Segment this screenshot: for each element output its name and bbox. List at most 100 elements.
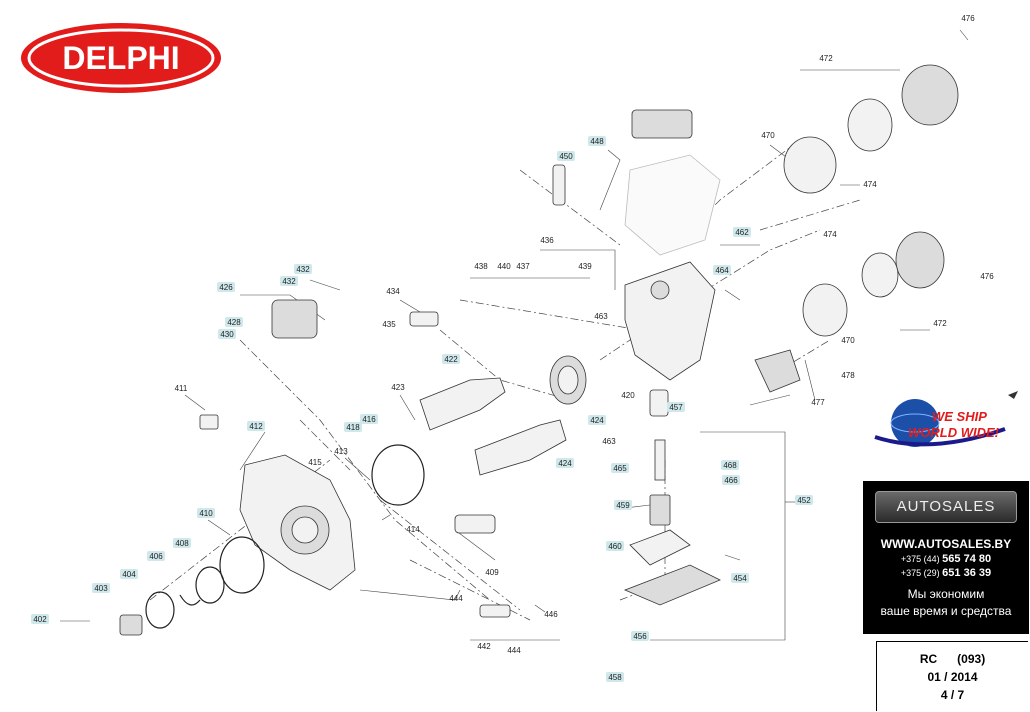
callout-478: 478 <box>841 371 855 380</box>
svg-text:424: 424 <box>558 459 572 468</box>
phone-1-number: 565 74 80 <box>942 553 992 565</box>
o-ring-410 <box>219 536 265 594</box>
head-ghost <box>624 154 721 256</box>
callout-474-repeat: 474 <box>823 230 837 239</box>
cap-top <box>631 109 693 139</box>
svg-text:452: 452 <box>797 496 811 505</box>
camshaft-lower <box>474 419 567 476</box>
slogan-line-2: ваше время и средства <box>880 604 1012 618</box>
svg-text:477: 477 <box>811 398 825 407</box>
callout-432-repeat: 432 <box>280 276 298 286</box>
autosales-badge: AUTOSALES <box>875 491 1017 523</box>
callout-456: 456 <box>631 631 649 641</box>
callout-403: 403 <box>92 583 110 593</box>
callout-442: 442 <box>477 642 491 651</box>
doc-number: (093) <box>957 652 986 666</box>
ship-line-2: WORLD WIDE! <box>908 425 1000 440</box>
plate-470-top <box>783 136 837 194</box>
svg-text:457: 457 <box>669 403 683 412</box>
callout-468: 468 <box>721 460 739 470</box>
svg-text:422: 422 <box>444 355 458 364</box>
svg-text:432: 432 <box>296 265 310 274</box>
svg-text:430: 430 <box>220 330 234 339</box>
callout-408: 408 <box>173 538 191 548</box>
assembly-axis-3 <box>519 169 621 246</box>
assembly-axis-8 <box>759 199 861 231</box>
svg-text:462: 462 <box>735 228 749 237</box>
callout-414: 414 <box>406 525 420 534</box>
svg-text:474: 474 <box>863 180 877 189</box>
svg-text:470: 470 <box>761 131 775 140</box>
bearing-424-inner <box>557 365 579 395</box>
svg-text:402: 402 <box>33 615 47 624</box>
gasket-460 <box>629 529 691 566</box>
callout-412: 412 <box>247 421 265 431</box>
callout-470-repeat: 470 <box>841 336 855 345</box>
leader-line-27 <box>959 29 969 41</box>
svg-text:426: 426 <box>219 283 233 292</box>
callout-458: 458 <box>606 672 624 682</box>
autosales-ad-panel: AUTOSALES WWW.AUTOSALES.BY +375 (44) 565… <box>863 481 1029 634</box>
phone-1-prefix: +375 (44) <box>900 554 940 564</box>
svg-text:409: 409 <box>485 568 499 577</box>
svg-text:408: 408 <box>175 539 189 548</box>
slogan-line-1: Мы экономим <box>907 587 985 601</box>
leader-line-25 <box>724 289 741 301</box>
svg-text:465: 465 <box>613 464 627 473</box>
callout-464: 464 <box>713 265 731 275</box>
callout-472-repeat: 472 <box>933 319 947 328</box>
seal-404 <box>145 591 175 629</box>
svg-text:468: 468 <box>723 461 737 470</box>
callout-463: 463 <box>594 312 608 321</box>
callout-413: 413 <box>334 447 348 456</box>
callout-470: 470 <box>761 131 775 140</box>
assembly-axis-1 <box>149 459 331 601</box>
svg-text:437: 437 <box>516 262 530 271</box>
fitting-442 <box>479 604 511 618</box>
svg-text:435: 435 <box>382 320 396 329</box>
clip-406 <box>179 594 201 606</box>
svg-text:434: 434 <box>386 287 400 296</box>
svg-text:454: 454 <box>733 574 747 583</box>
head-port <box>650 280 670 300</box>
callout-415: 415 <box>308 458 322 467</box>
svg-text:459: 459 <box>616 501 630 510</box>
doc-code: RC <box>919 652 938 666</box>
spring-459 <box>649 494 671 526</box>
callout-422: 422 <box>442 354 460 364</box>
callout-459: 459 <box>614 500 632 510</box>
callout-424-repeat: 424 <box>556 458 574 468</box>
svg-text:423: 423 <box>391 383 405 392</box>
autosales-url[interactable]: WWW.AUTOSALES.BY <box>880 537 1012 551</box>
block-454 <box>623 564 721 606</box>
callout-424: 424 <box>588 415 606 425</box>
cover-472-bottom <box>895 231 945 289</box>
plate-472-top <box>847 98 893 152</box>
callout-404: 404 <box>120 569 138 579</box>
ship-line-1: WE SHIP <box>932 409 987 424</box>
we-ship-world-wide-badge: WE SHIP WORLD WIDE! <box>874 391 1018 447</box>
assembly-axis-2 <box>459 299 641 331</box>
leader-line-17 <box>454 529 496 561</box>
svg-text:474: 474 <box>823 230 837 239</box>
svg-text:440: 440 <box>497 262 511 271</box>
callout-406: 406 <box>147 551 165 561</box>
callout-426: 426 <box>217 282 235 292</box>
leader-line-8 <box>344 457 371 481</box>
callout-457: 457 <box>667 402 685 412</box>
plug-411 <box>199 414 219 430</box>
svg-text:463: 463 <box>602 437 616 446</box>
svg-text:412: 412 <box>249 422 263 431</box>
svg-text:420: 420 <box>621 391 635 400</box>
assembly-axis-9 <box>779 339 831 371</box>
leader-line-18 <box>359 589 461 601</box>
svg-text:432: 432 <box>282 277 296 286</box>
callout-472: 472 <box>819 54 833 63</box>
svg-text:458: 458 <box>608 673 622 682</box>
callout-430: 430 <box>218 329 236 339</box>
document-info-box: RC (093) 01 / 2014 4 / 7 <box>876 641 1028 711</box>
callout-446: 446 <box>544 610 558 619</box>
svg-text:410: 410 <box>199 509 213 518</box>
doc-page: 4 / 7 <box>940 688 965 702</box>
